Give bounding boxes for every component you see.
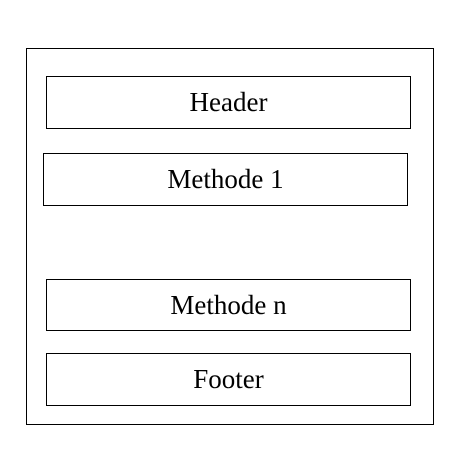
method-1-block: Methode 1 [43,153,408,206]
header-label: Header [189,87,268,117]
header-block: Header [46,76,411,129]
method-1-label: Methode 1 [167,164,284,194]
method-n-label: Methode n [170,289,287,320]
page-container [26,48,434,425]
method-n-block: Methode n [46,279,411,331]
footer-block: Footer [46,353,411,406]
footer-label: Footer [193,364,264,394]
